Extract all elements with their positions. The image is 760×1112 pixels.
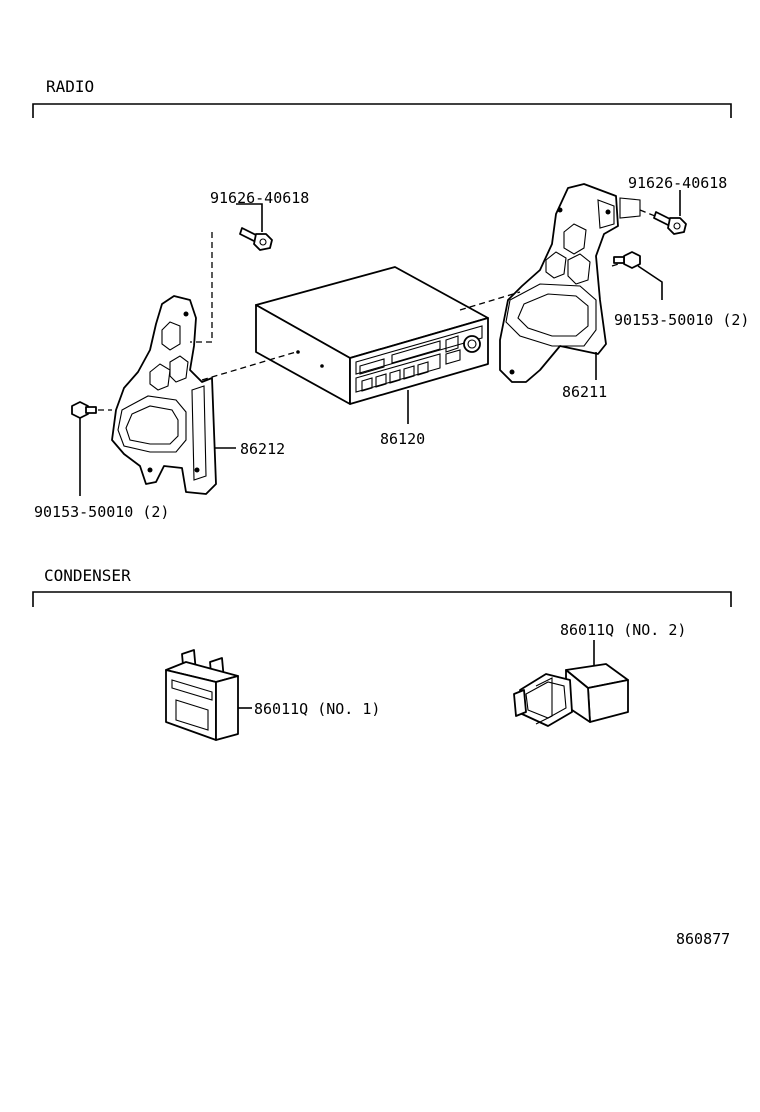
condenser-no2	[513, 663, 629, 727]
label-bolt-left: 91626-40618	[210, 189, 309, 207]
label-condenser-no1: 86011Q (NO. 1)	[254, 700, 380, 718]
leader-screw-right	[637, 265, 663, 300]
label-condenser-no2: 86011Q (NO. 2)	[560, 621, 686, 639]
section-bracket-radio	[32, 103, 732, 118]
section-title-radio: RADIO	[46, 77, 94, 96]
section-bracket-condenser	[32, 591, 732, 607]
leader-bolt-left	[236, 203, 263, 232]
dash-bolt-left	[190, 232, 213, 343]
label-radio-unit: 86120	[380, 430, 425, 448]
dash-radio-right	[459, 291, 521, 311]
diagram-id: 860877	[676, 930, 730, 948]
screw-left	[71, 401, 97, 419]
bracket-right	[499, 183, 641, 383]
label-screw-left: 90153-50010 (2)	[34, 503, 169, 521]
label-bolt-right: 91626-40618	[628, 174, 727, 192]
radio-unit	[255, 266, 489, 405]
bolt-left	[239, 227, 273, 251]
label-screw-right: 90153-50010 (2)	[614, 311, 749, 329]
label-bracket-right: 86211	[562, 383, 607, 401]
bolt-right	[653, 211, 687, 235]
dash-bolt-right	[639, 209, 661, 219]
screw-right	[613, 251, 641, 269]
condenser-no1	[165, 649, 239, 741]
bracket-left	[111, 295, 217, 495]
dash-radio-left	[201, 351, 297, 381]
section-title-condenser: CONDENSER	[44, 566, 131, 585]
label-bracket-left: 86212	[240, 440, 285, 458]
